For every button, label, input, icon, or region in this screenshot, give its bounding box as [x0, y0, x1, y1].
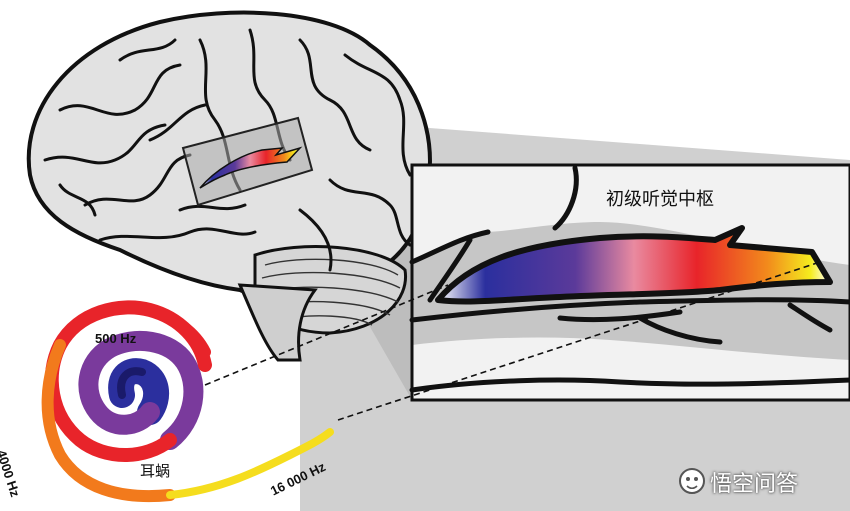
- cortex-title-label: 初级听觉中枢: [606, 189, 714, 210]
- wukong-logo-icon: [679, 468, 705, 494]
- watermark: 悟空问答: [680, 466, 798, 498]
- cochlea-spiral: [41, 300, 334, 503]
- connector-line-upper: [204, 284, 449, 386]
- freq-500-label: 500 Hz: [95, 331, 137, 346]
- cochlea-label: 耳蜗: [140, 462, 171, 480]
- connector-line-lower: [337, 261, 821, 421]
- brain-illustration: [26, 10, 432, 362]
- watermark-text: 悟空问答: [710, 472, 799, 497]
- zoom-panel: [409, 163, 850, 402]
- tonotopic-band: [435, 225, 833, 305]
- cortex-small-strip: [199, 146, 303, 189]
